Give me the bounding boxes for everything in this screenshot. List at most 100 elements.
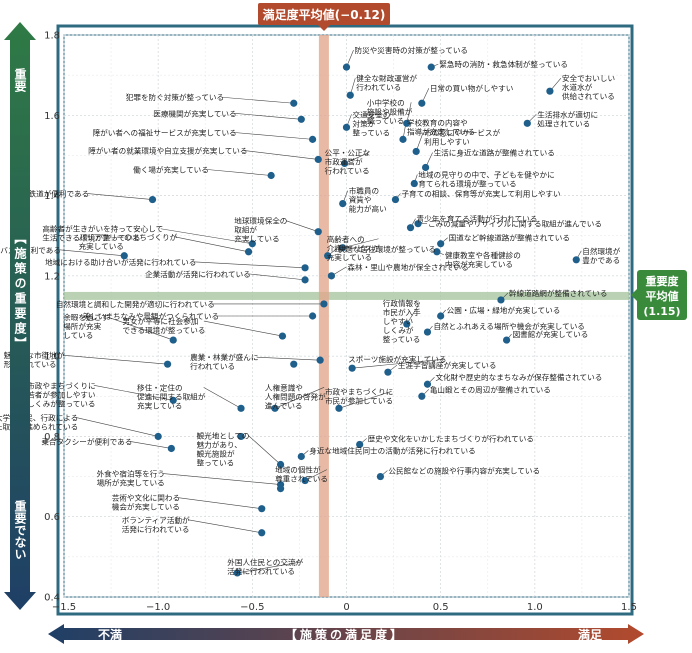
data-point	[418, 392, 426, 400]
point-label-line: 資質や	[349, 195, 372, 205]
point-label: 鉄道が便利である	[29, 189, 90, 199]
point-label-line: 外食や宿泊等を行う	[97, 469, 165, 479]
point-label: 公民館などの施設や行事内容が充実している	[388, 466, 540, 476]
avg-x-label-pointer	[318, 25, 330, 31]
data-point	[169, 396, 177, 404]
point-label-line: できる環境が整っている	[122, 325, 205, 335]
data-point	[316, 356, 324, 364]
data-point	[346, 91, 354, 99]
leader-line	[256, 356, 321, 361]
point-label-line: 水道水が	[562, 82, 593, 92]
point-label: 国道など幹線道路が整備されている	[449, 233, 570, 243]
point-label: 安全でおいしい水道水が供給されている	[562, 73, 615, 101]
point-label-line: 障がい者の就業環境や自立支援が充実している	[88, 145, 247, 155]
x-tick-label: 0.5	[433, 602, 449, 613]
data-point	[120, 252, 128, 260]
point-label: 市政やまちづくりに若者が参加しやすいしくみが整っている	[27, 380, 95, 408]
leader-line	[406, 302, 421, 325]
y-tick-label: 0.4	[44, 593, 60, 604]
data-point	[546, 87, 554, 95]
leader-line	[107, 316, 174, 341]
point-label: 行政情報を市民が入手しやすいしくみが整っている	[383, 298, 421, 344]
point-label-line: 進んでいる	[265, 401, 303, 410]
point-label-line: 地域の個性が	[275, 465, 321, 475]
leader-line	[75, 417, 159, 437]
data-point	[154, 432, 162, 441]
data-point	[437, 312, 445, 320]
point-label-line: 生涯学習講座が充実している	[398, 360, 497, 370]
leader-line	[178, 497, 262, 509]
point-label-line: 交通安全の	[353, 109, 391, 119]
leader-line	[248, 273, 306, 281]
data-point	[335, 404, 343, 412]
data-point	[412, 147, 420, 156]
point-label-line: 高齢者への	[327, 234, 365, 244]
point-label-line: 乗合タクシーが便利である	[41, 436, 132, 446]
point-label-line: 人権問題の啓発が	[265, 391, 326, 401]
data-point	[339, 200, 347, 208]
leader-line	[130, 441, 172, 449]
point-label-line: ごみの減量やリサイクルに関する取組が進んでいる	[428, 219, 602, 229]
y-axis-bottom-label: 重要でない	[13, 499, 27, 560]
data-point	[301, 276, 309, 284]
point-label-line: 若者が参加しやすい	[27, 389, 95, 399]
data-point	[297, 115, 305, 123]
point-label-line: 生活できる環境が整っている	[42, 233, 140, 243]
point-label-line: 利用しやすい	[424, 136, 470, 146]
satisfaction-arrow	[48, 624, 644, 644]
avg-y-label-line1: 重要度	[646, 274, 680, 288]
y-tick-label: 1.2	[44, 271, 60, 282]
importance-arrow	[4, 22, 36, 610]
leader-line	[93, 385, 174, 401]
point-label: 障がい者への福祉サービスが充実している	[93, 127, 237, 137]
point-label: 歴史や文化をいかしたまちづくりが行われている	[368, 433, 534, 443]
leader-line	[344, 152, 370, 164]
data-point	[278, 332, 287, 340]
point-label-line: 地球環境保全の	[234, 216, 287, 226]
point-label: 学校教育の内容や指導が充実している	[407, 117, 475, 136]
leader-line	[59, 249, 125, 257]
point-label-line: 行われている	[190, 361, 235, 371]
point-label: 移住・定住の促進に関する取組が充実している	[137, 382, 206, 410]
data-point	[237, 432, 245, 441]
x-axis-right-label: 満足	[578, 627, 602, 642]
leader-line	[304, 469, 328, 481]
point-label-line: 農業・林業が盛んに	[190, 352, 258, 362]
point-label-line: 地域の見守りの中で、子どもを健やかに	[418, 170, 554, 180]
point-label: 医療機関が充実している	[153, 108, 236, 118]
point-label-line: 生活排水が適切に	[537, 109, 598, 119]
point-label-line: 鉄道が便利である	[29, 189, 90, 199]
point-label-line: 市政運営が	[325, 156, 363, 166]
data-point	[169, 336, 177, 344]
x-tick-label: −1.5	[52, 602, 76, 613]
data-point	[356, 440, 364, 449]
data-point	[248, 240, 256, 248]
point-label: 公園・広場・緑地が充実している	[447, 305, 561, 315]
point-label: 外食や宿泊等を行う場所が充実している	[97, 469, 165, 488]
point-label: 市職員の資質や能力が高い	[349, 186, 387, 214]
data-point	[437, 240, 445, 248]
point-label: 快適な居住環境が整っている	[338, 244, 436, 254]
point-label-line: 整っている	[353, 127, 391, 137]
point-label: 地球環境保全の取組が充実している	[234, 216, 287, 244]
leader-line	[352, 358, 445, 369]
point-label-line: 歴史や文化をいかしたまちづくりが行われている	[368, 433, 534, 443]
point-label-line: 整っている	[383, 334, 421, 344]
data-point	[399, 135, 407, 143]
point-label: 健全な財政運営が行われている	[356, 73, 417, 92]
point-label-line: 健全な財政運営が	[356, 73, 417, 83]
point-label-line: ボランティア活動が	[122, 515, 190, 525]
x-tick-label: −1.0	[146, 602, 170, 613]
point-label-line: 行政情報を	[383, 298, 421, 308]
point-label: 生活に身近な道路が整備されている	[434, 147, 555, 157]
point-label: 森林・里山や農地が保全されている	[347, 262, 468, 272]
avg-x-label-box	[258, 3, 390, 25]
x-tick-label: 1.0	[527, 602, 543, 613]
point-label-line: 図書館が充実している	[513, 329, 589, 339]
point-label-line: 充実している	[234, 234, 279, 244]
point-label: 地域の見守りの中で、子どもを健やかに育てられる環境が整っている	[418, 170, 554, 189]
point-label-line: 取組が	[234, 225, 257, 235]
data-point	[418, 99, 426, 107]
point-label-line: 育てられる環境が整っている	[418, 179, 516, 189]
